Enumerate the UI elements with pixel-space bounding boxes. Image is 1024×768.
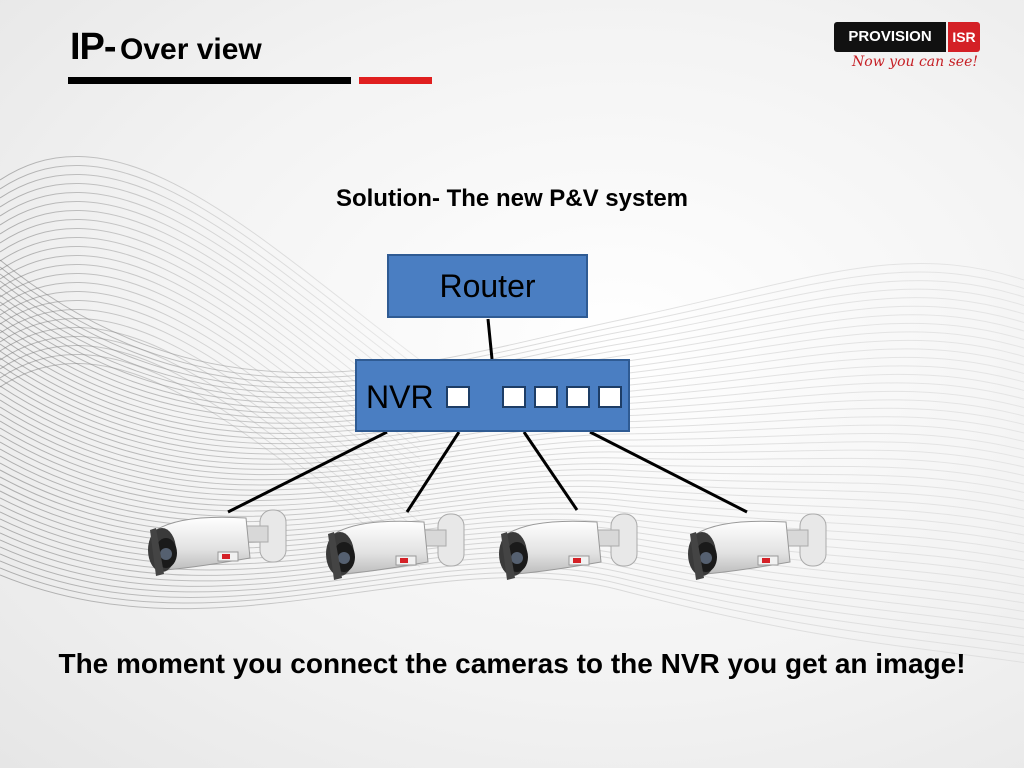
background-wave-line [0,266,1024,379]
background-wave-line [0,287,1024,394]
edge-nvr-camera-4 [589,430,748,514]
background-wave-line [0,392,1024,470]
background-wave-line [0,209,421,415]
logo-tagline: Now you can see! [852,54,978,70]
camera-4 [682,512,832,592]
background-wave-line [0,462,1024,527]
logo-box: PROVISION ISR [834,22,980,52]
edge-nvr-camera-2 [405,431,461,513]
title-prefix: IP- [70,26,117,68]
background-wave-line [0,281,421,487]
edge-nvr-camera-3 [522,431,579,511]
background-wave-line [0,294,1024,399]
background-wave-line [0,290,421,496]
background-wave-line [0,236,421,442]
background-wave-line [0,441,1024,507]
bullet-camera-icon [499,513,638,580]
provision-logo: PROVISION ISR Now you can see! [834,22,980,72]
background-wave-line [0,574,1024,663]
edge-nvr-camera-1 [227,430,388,514]
camera-1 [142,508,292,588]
router-label: Router [439,267,536,304]
background-wave-line [0,434,1024,502]
background-wave-line [0,427,1024,496]
nvr-label: NVR [366,379,434,415]
logo-brand: PROVISION [834,22,946,52]
background-wave-line [0,448,1024,512]
background-wave-line [0,420,1024,491]
background-wave-line [0,317,421,523]
bullet-camera-icon [148,509,287,576]
background-wave-line [0,218,421,424]
diagram-subtitle: Solution- The new P&V system [335,185,689,212]
background-wave-line [0,406,1024,481]
background-wave-line [0,155,421,361]
background-wave-line [0,227,421,433]
nvr-port-3 [566,386,590,408]
nvr-node: NVR [355,359,630,432]
background-wave-line [0,191,421,397]
nvr-port-1 [502,386,526,408]
background-wave-line [0,413,1024,486]
camera-3 [493,512,643,592]
camera-2 [320,512,470,592]
background-wave-line [0,280,1024,389]
page-title: IP- Over view [70,26,262,69]
background-wave-line [0,335,421,541]
background-wave-line [0,173,421,379]
nvr-port-4 [598,386,622,408]
nvr-port-uplink [446,386,470,408]
background-wave-line [0,254,421,460]
background-wave-line [0,560,1024,646]
background-wave-line [0,200,421,406]
title-main: Over view [120,33,262,66]
background-wave-line [0,567,1024,655]
title-underline-red [359,77,432,84]
title-underline-black [68,77,351,84]
background-wave-line [0,326,421,532]
background-wave-line [0,263,421,469]
edge-router-nvr [486,318,494,360]
background-wave-line [0,245,421,451]
background-wave-line [0,399,1024,476]
background-wave-line [0,362,421,568]
background-wave-line [0,182,421,388]
background-wave-line [0,164,421,370]
background-wave-line [0,344,421,550]
background-wave-line [0,273,1024,384]
router-node: Router [387,254,588,318]
background-wave-line [0,272,421,478]
background-wave-line [0,299,421,505]
bullet-camera-icon [688,513,827,580]
bullet-camera-icon [326,513,465,580]
diagram-caption: The moment you connect the cameras to th… [58,648,966,679]
background-wave-line [0,455,1024,519]
nvr-port-2 [534,386,558,408]
background-wave-line [0,259,1024,374]
logo-brand-suffix: ISR [948,22,980,52]
background-wave-line [0,308,421,514]
background-wave-line [0,353,421,559]
